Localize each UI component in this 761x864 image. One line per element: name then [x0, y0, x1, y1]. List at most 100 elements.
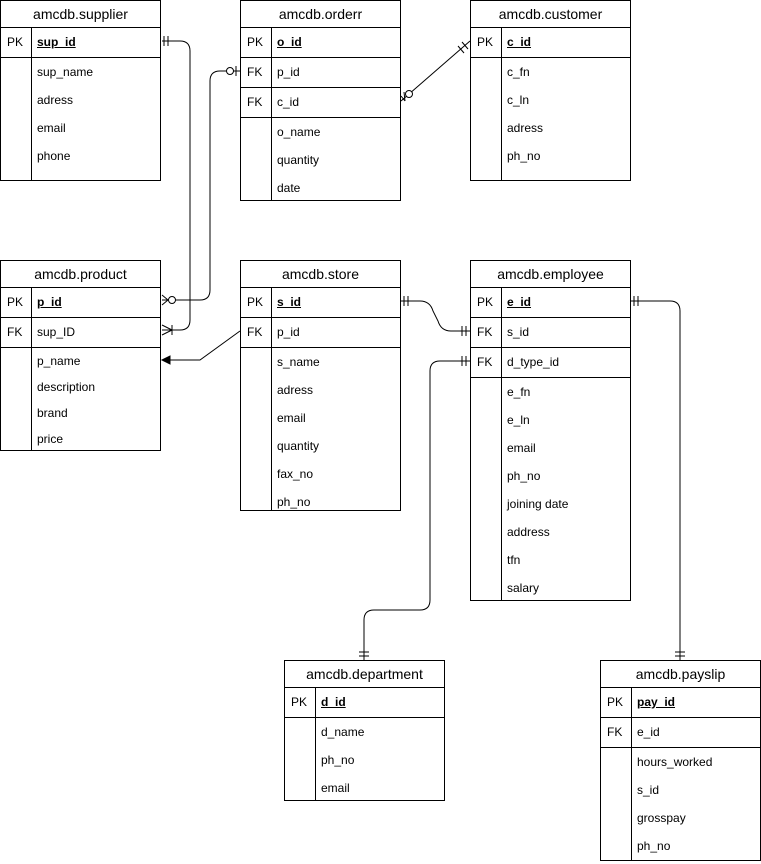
- key-tag: PK: [477, 295, 494, 309]
- relationship-store-product[interactable]: [160, 330, 241, 365]
- key-column-divider: [271, 28, 272, 200]
- fk-row[interactable]: FK d_type_id: [471, 348, 630, 378]
- attribute[interactable]: ph_no: [277, 495, 311, 509]
- relationship-orderr-product[interactable]: [161, 66, 240, 306]
- pk-row[interactable]: PK s_id: [241, 288, 400, 318]
- entity-title: amcdb.payslip: [601, 661, 760, 688]
- attribute-list: e_fn e_ln email ph_no joining date addre…: [471, 378, 630, 602]
- relationship-orderr-customer[interactable]: [400, 40, 471, 102]
- attribute[interactable]: s_name: [277, 355, 320, 369]
- attribute[interactable]: c_fn: [507, 65, 530, 79]
- key-tag: PK: [7, 295, 24, 309]
- attribute[interactable]: tfn: [507, 553, 521, 567]
- key-column-divider: [315, 688, 316, 800]
- entity-department[interactable]: amcdb.department PK d_id d_name ph_no em…: [284, 660, 445, 801]
- attribute[interactable]: quantity: [277, 439, 320, 453]
- entity-title: amcdb.customer: [471, 1, 630, 28]
- attribute[interactable]: adress: [507, 121, 544, 135]
- pk-row[interactable]: PK c_id: [471, 28, 630, 58]
- attribute[interactable]: hours_worked: [637, 755, 713, 769]
- attribute[interactable]: d_name: [321, 725, 365, 739]
- entity-title: amcdb.employee: [471, 261, 630, 288]
- key-field: e_id: [507, 295, 532, 309]
- entity-employee[interactable]: amcdb.employee PK e_id FK s_id FK d_type…: [470, 260, 631, 601]
- attribute[interactable]: ph_no: [321, 753, 355, 767]
- attribute-list: hours_worked s_id grosspay ph_no: [601, 748, 760, 860]
- entity-store[interactable]: amcdb.store PK s_id FK p_id s_name adres…: [240, 260, 401, 511]
- pk-row[interactable]: PK o_id: [241, 28, 400, 58]
- fk-row[interactable]: FK sup_ID: [1, 318, 160, 348]
- attribute[interactable]: p_name: [37, 354, 81, 368]
- attribute[interactable]: description: [37, 380, 96, 394]
- key-tag: PK: [477, 35, 494, 49]
- entity-orderr[interactable]: amcdb.orderr PK o_id FK p_id FK c_id o_n…: [240, 0, 401, 201]
- attribute[interactable]: quantity: [277, 153, 320, 167]
- attribute[interactable]: email: [277, 411, 306, 425]
- attribute[interactable]: sup_name: [37, 65, 94, 79]
- attribute[interactable]: s_id: [637, 783, 660, 797]
- attribute[interactable]: fax_no: [277, 467, 314, 481]
- fk-row[interactable]: FK s_id: [471, 318, 630, 348]
- key-tag: FK: [477, 325, 493, 339]
- pk-row[interactable]: PK p_id: [1, 288, 160, 318]
- attribute[interactable]: salary: [507, 581, 540, 595]
- entity-title: amcdb.department: [285, 661, 444, 688]
- attribute[interactable]: address: [507, 525, 550, 539]
- attribute-list: o_name quantity date: [241, 118, 400, 202]
- entity-customer[interactable]: amcdb.customer PK c_id c_fn c_ln adress …: [470, 0, 631, 181]
- key-field: c_id: [507, 35, 532, 49]
- attribute[interactable]: phone: [37, 149, 71, 163]
- relationship-employee-store[interactable]: [401, 296, 470, 336]
- entity-product[interactable]: amcdb.product PK p_id FK sup_ID p_name d…: [0, 260, 161, 451]
- attribute[interactable]: e_fn: [507, 385, 531, 399]
- attribute[interactable]: adress: [277, 383, 314, 397]
- attribute[interactable]: ph_no: [507, 469, 541, 483]
- relationship-payslip-employee[interactable]: [631, 296, 685, 660]
- attribute[interactable]: c_ln: [507, 93, 530, 107]
- attribute[interactable]: grosspay: [637, 811, 686, 825]
- attribute[interactable]: ph_no: [507, 149, 541, 163]
- entity-title: amcdb.product: [1, 261, 160, 288]
- pk-row[interactable]: PK sup_id: [1, 28, 160, 58]
- key-tag: FK: [247, 325, 263, 339]
- fk-row[interactable]: FK c_id: [241, 88, 400, 118]
- key-field: sup_ID: [37, 325, 76, 339]
- attribute[interactable]: date: [277, 181, 301, 195]
- key-field: p_id: [277, 65, 300, 79]
- pk-row[interactable]: PK pay_id: [601, 688, 760, 718]
- attribute[interactable]: email: [321, 781, 350, 795]
- key-tag: FK: [607, 725, 623, 739]
- key-tag: PK: [607, 695, 624, 709]
- attribute[interactable]: brand: [37, 406, 68, 420]
- attribute[interactable]: adress: [37, 93, 74, 107]
- key-field: o_id: [277, 35, 302, 49]
- fk-row[interactable]: FK e_id: [601, 718, 760, 748]
- attribute[interactable]: ph_no: [637, 839, 671, 853]
- entity-payslip[interactable]: amcdb.payslip PK pay_id FK e_id hours_wo…: [600, 660, 761, 861]
- fk-row[interactable]: FK p_id: [241, 318, 400, 348]
- relationship-product-supplier[interactable]: [161, 36, 191, 336]
- attribute[interactable]: e_ln: [507, 413, 530, 427]
- key-field: d_type_id: [507, 355, 560, 369]
- attribute[interactable]: price: [37, 432, 64, 446]
- key-column-divider: [271, 288, 272, 510]
- key-field: c_id: [277, 95, 300, 109]
- attribute[interactable]: o_name: [277, 125, 321, 139]
- key-column-divider: [31, 28, 32, 180]
- entity-title: amcdb.orderr: [241, 1, 400, 28]
- attribute-list: d_name ph_no email: [285, 718, 444, 802]
- key-tag: PK: [247, 35, 264, 49]
- pk-row[interactable]: PK d_id: [285, 688, 444, 718]
- key-tag: FK: [7, 325, 23, 339]
- key-field: sup_id: [37, 35, 76, 49]
- attribute[interactable]: email: [37, 121, 66, 135]
- attribute[interactable]: email: [507, 441, 536, 455]
- key-tag: FK: [247, 65, 263, 79]
- key-field: d_id: [321, 695, 346, 709]
- attribute-list: sup_name adress email phone: [1, 58, 160, 170]
- pk-row[interactable]: PK e_id: [471, 288, 630, 318]
- key-field: s_id: [277, 295, 302, 309]
- fk-row[interactable]: FK p_id: [241, 58, 400, 88]
- attribute[interactable]: joining date: [507, 497, 569, 511]
- entity-supplier[interactable]: amcdb.supplier PK sup_id sup_name adress…: [0, 0, 161, 181]
